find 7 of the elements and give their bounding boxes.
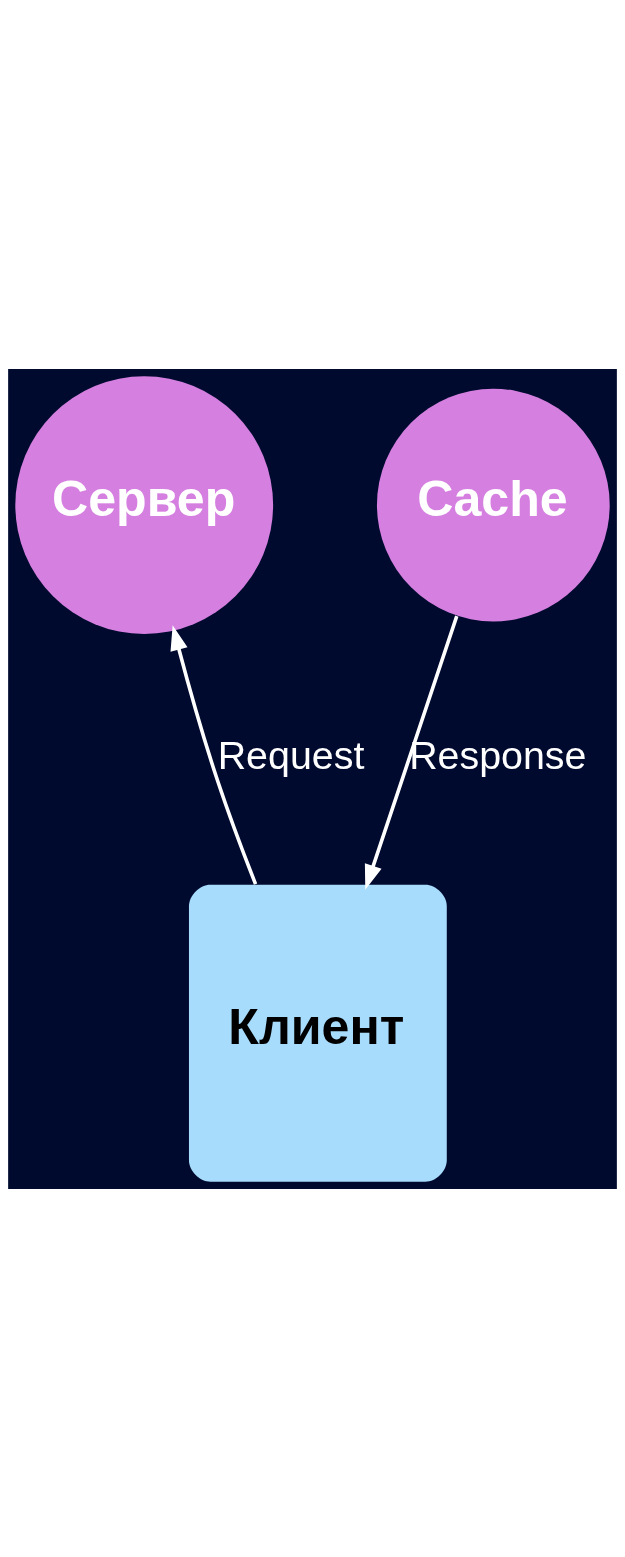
arrow (364, 615, 459, 890)
edge-label: Request (217, 732, 365, 777)
node-circle: Cache (376, 388, 610, 621)
node-circle: Сервер (15, 375, 274, 634)
edge-label: Response (409, 732, 587, 777)
arrow (170, 624, 258, 885)
node-box: Клиент (188, 884, 447, 1182)
